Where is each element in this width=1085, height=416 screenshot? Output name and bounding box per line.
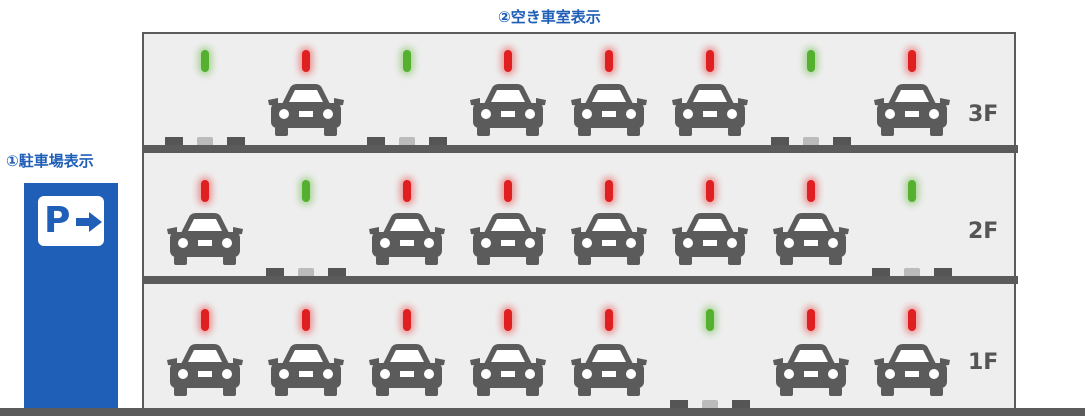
wheel-stop-sensor xyxy=(803,137,819,145)
car-icon-3f-4 xyxy=(466,82,550,138)
status-lamp-2f-3-occupied xyxy=(403,180,411,202)
arrow-right-icon xyxy=(76,212,102,232)
car-icon-1f-1 xyxy=(163,342,247,398)
car-icon-1f-2 xyxy=(264,342,348,398)
wheel-stop-sensor xyxy=(399,137,415,145)
floor-label-2f: 2F xyxy=(968,219,999,244)
wheel-stop-block xyxy=(732,400,750,408)
car-icon-3f-6 xyxy=(668,82,752,138)
status-lamp-2f-1-occupied xyxy=(201,180,209,202)
car-icon-1f-3 xyxy=(365,342,449,398)
status-lamp-2f-8-vacant xyxy=(908,180,916,202)
status-lamp-1f-6-vacant xyxy=(706,309,714,331)
car-icon-2f-1 xyxy=(163,211,247,267)
car-icon-2f-4 xyxy=(466,211,550,267)
status-lamp-3f-7-vacant xyxy=(807,50,815,72)
wheel-stop-block xyxy=(872,268,890,276)
wheel-stop-sensor xyxy=(702,400,718,408)
ground-line xyxy=(0,408,1085,416)
status-lamp-1f-4-occupied xyxy=(504,309,512,331)
wheel-stop-block xyxy=(934,268,952,276)
car-icon-3f-5 xyxy=(567,82,651,138)
status-lamp-1f-7-occupied xyxy=(807,309,815,331)
wheel-stop-2f-8 xyxy=(872,268,952,276)
wheel-stop-block xyxy=(367,137,385,145)
car-icon-3f-8 xyxy=(870,82,954,138)
status-lamp-2f-6-occupied xyxy=(706,180,714,202)
wheel-stop-sensor xyxy=(904,268,920,276)
status-lamp-1f-5-occupied xyxy=(605,309,613,331)
status-lamp-1f-2-occupied xyxy=(302,309,310,331)
car-icon-2f-6 xyxy=(668,211,752,267)
car-icon-1f-7 xyxy=(769,342,853,398)
wheel-stop-block xyxy=(328,268,346,276)
wheel-stop-block xyxy=(771,137,789,145)
wheel-stop-block xyxy=(833,137,851,145)
status-lamp-2f-4-occupied xyxy=(504,180,512,202)
parking-sign-title: ①駐車場表示 xyxy=(6,152,94,170)
status-lamp-3f-4-occupied xyxy=(504,50,512,72)
status-lamp-3f-8-occupied xyxy=(908,50,916,72)
floor-label-1f: 1F xyxy=(968,350,999,375)
wheel-stop-sensor xyxy=(197,137,213,145)
floor-slab-3f xyxy=(142,145,1018,153)
status-lamp-3f-6-occupied xyxy=(706,50,714,72)
parking-p-letter: P xyxy=(44,200,71,241)
wheel-stop-block xyxy=(266,268,284,276)
car-icon-2f-3 xyxy=(365,211,449,267)
parking-sign: P xyxy=(24,183,118,416)
wheel-stop-sensor xyxy=(298,268,314,276)
wheel-stop-3f-7 xyxy=(771,137,851,145)
status-lamp-2f-5-occupied xyxy=(605,180,613,202)
car-icon-2f-7 xyxy=(769,211,853,267)
status-lamp-1f-3-occupied xyxy=(403,309,411,331)
status-lamp-3f-5-occupied xyxy=(605,50,613,72)
wheel-stop-3f-1 xyxy=(165,137,245,145)
status-lamp-3f-3-vacant xyxy=(403,50,411,72)
wheel-stop-1f-6 xyxy=(670,400,750,408)
status-lamp-2f-7-occupied xyxy=(807,180,815,202)
status-lamp-2f-2-vacant xyxy=(302,180,310,202)
status-lamp-3f-1-vacant xyxy=(201,50,209,72)
wheel-stop-block xyxy=(165,137,183,145)
car-icon-1f-8 xyxy=(870,342,954,398)
car-icon-1f-5 xyxy=(567,342,651,398)
car-icon-1f-4 xyxy=(466,342,550,398)
car-icon-2f-5 xyxy=(567,211,651,267)
floor-label-3f: 3F xyxy=(968,102,999,127)
status-lamp-1f-8-occupied xyxy=(908,309,916,331)
wheel-stop-3f-3 xyxy=(367,137,447,145)
wheel-stop-block xyxy=(670,400,688,408)
wheel-stop-2f-2 xyxy=(266,268,346,276)
status-lamp-3f-2-occupied xyxy=(302,50,310,72)
vacancy-display-title: ②空き車室表示 xyxy=(498,8,601,26)
building-outline xyxy=(142,32,1016,414)
parking-sign-panel: P xyxy=(38,196,104,246)
floor-slab-2f xyxy=(142,276,1018,284)
wheel-stop-block xyxy=(227,137,245,145)
wheel-stop-block xyxy=(429,137,447,145)
car-icon-3f-2 xyxy=(264,82,348,138)
status-lamp-1f-1-occupied xyxy=(201,309,209,331)
